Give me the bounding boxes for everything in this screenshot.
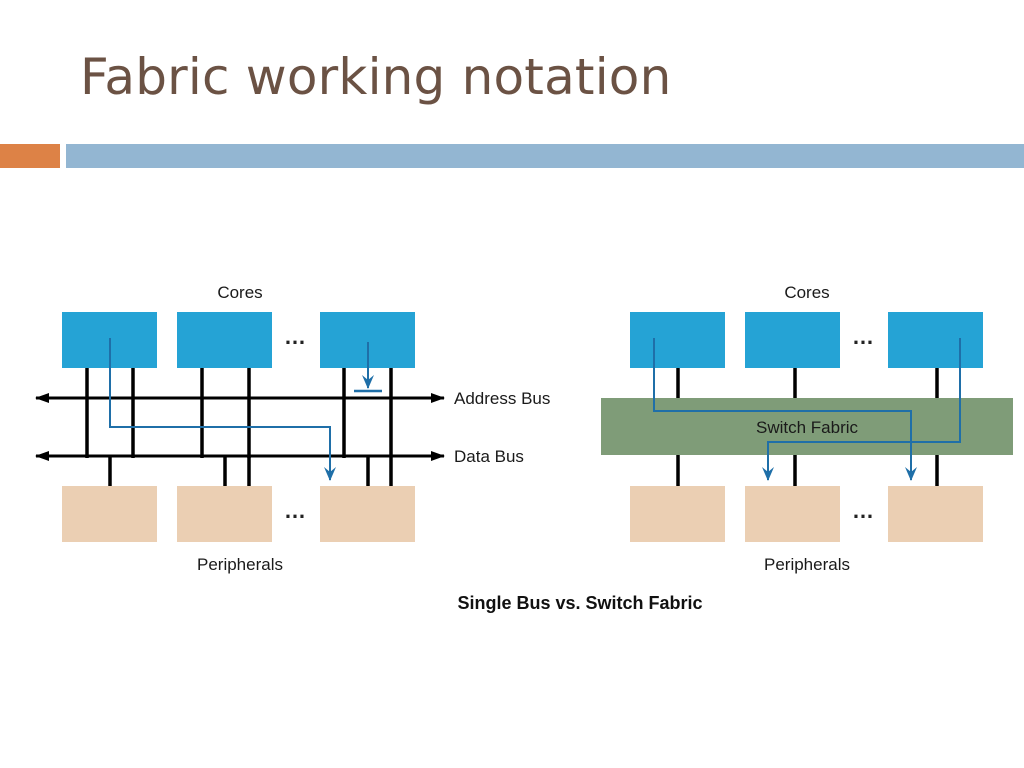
data-bus-label: Data Bus xyxy=(454,447,524,466)
cores-label-left: Cores xyxy=(217,283,262,302)
peripheral-box xyxy=(62,486,157,542)
fabric-path-arrow xyxy=(653,338,917,481)
switch-fabric-box xyxy=(601,398,1013,455)
peripherals-ellipsis-left: … xyxy=(284,498,308,523)
slide-title: Fabric working notation xyxy=(80,48,672,106)
peripherals-label-left: Peripherals xyxy=(197,555,283,574)
fabric-connectors xyxy=(676,368,939,486)
bus-connectors-left xyxy=(85,368,393,486)
switch-fabric-diagram: Cores Switch Fabric … … Peripherals xyxy=(601,283,1013,574)
fabric-path-arrow xyxy=(762,338,961,481)
peripheral-box xyxy=(630,486,725,542)
title-divider-bar xyxy=(66,144,1024,168)
peripheral-box xyxy=(888,486,983,542)
switch-fabric-label: Switch Fabric xyxy=(756,418,859,437)
transfer-path-arrow xyxy=(109,338,336,481)
cores-ellipsis-right: … xyxy=(852,324,876,349)
cores-ellipsis-left: … xyxy=(284,324,308,349)
core-box xyxy=(888,312,983,368)
peripheral-box xyxy=(177,486,272,542)
peripherals-label-right: Peripherals xyxy=(764,555,850,574)
diagram-caption: Single Bus vs. Switch Fabric xyxy=(457,593,702,613)
single-bus-diagram: Cores Address Bus Data Bus … … Peri xyxy=(35,283,550,574)
core-box xyxy=(745,312,840,368)
core-box xyxy=(177,312,272,368)
peripheral-box xyxy=(745,486,840,542)
cores-label-right: Cores xyxy=(784,283,829,302)
peripherals-ellipsis-right: … xyxy=(852,498,876,523)
address-bus-label: Address Bus xyxy=(454,389,550,408)
title-accent-bar xyxy=(0,144,60,168)
core-box xyxy=(630,312,725,368)
peripheral-box xyxy=(320,486,415,542)
